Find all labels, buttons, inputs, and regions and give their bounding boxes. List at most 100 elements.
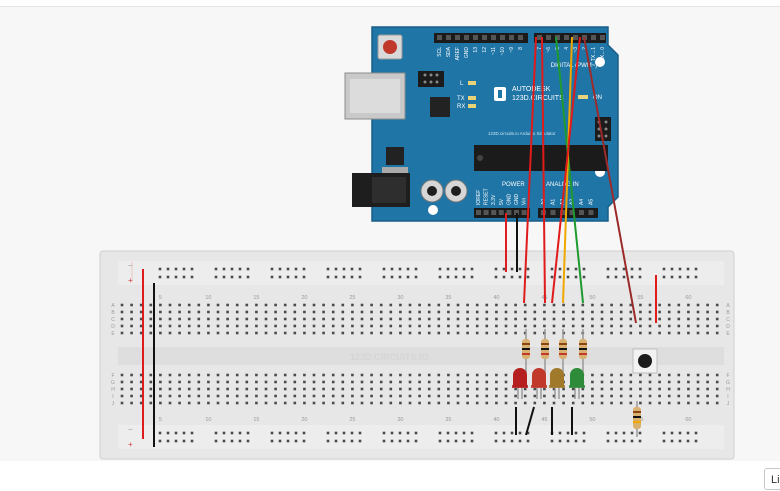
breadboard-hole[interactable]	[130, 331, 133, 335]
breadboard-hole[interactable]	[456, 380, 460, 384]
breadboard-hole[interactable]	[178, 373, 181, 377]
breadboard-hole[interactable]	[552, 310, 556, 314]
breadboard-hole[interactable]	[610, 380, 613, 384]
breadboard-hole[interactable]	[178, 324, 181, 328]
breadboard-hole[interactable]	[197, 401, 201, 405]
breadboard-hole[interactable]	[533, 331, 537, 335]
breadboard-hole[interactable]	[187, 317, 191, 321]
breadboard-hole[interactable]	[571, 303, 575, 307]
breadboard-hole[interactable]	[226, 324, 229, 328]
breadboard-hole[interactable]	[159, 317, 162, 321]
breadboard-hole[interactable]	[341, 331, 345, 335]
breadboard-hole[interactable]	[715, 401, 719, 405]
breadboard-hole[interactable]	[283, 317, 287, 321]
breadboard-hole[interactable]	[331, 317, 335, 321]
breadboard-hole[interactable]	[312, 324, 316, 328]
breadboard-hole[interactable]	[677, 331, 681, 335]
breadboard-hole[interactable]	[187, 401, 191, 405]
rail-hole[interactable]	[302, 267, 306, 271]
breadboard-hole[interactable]	[351, 303, 354, 307]
rail-hole[interactable]	[342, 275, 346, 279]
leds[interactable]	[512, 368, 585, 399]
breadboard-hole[interactable]	[466, 317, 469, 321]
breadboard-hole[interactable]	[149, 331, 153, 335]
breadboard-hole[interactable]	[322, 380, 325, 384]
resistor-2[interactable]	[541, 329, 549, 373]
breadboard-hole[interactable]	[168, 380, 172, 384]
breadboard-hole[interactable]	[475, 380, 479, 384]
rail-hole[interactable]	[454, 439, 458, 443]
breadboard-hole[interactable]	[639, 317, 642, 321]
rail-hole[interactable]	[462, 275, 466, 279]
breadboard-hole[interactable]	[456, 310, 460, 314]
breadboard-hole[interactable]	[447, 317, 450, 321]
rail-hole[interactable]	[406, 275, 410, 279]
breadboard-hole[interactable]	[139, 324, 143, 328]
breadboard-hole[interactable]	[389, 317, 393, 321]
breadboard-hole[interactable]	[658, 394, 661, 398]
breadboard-hole[interactable]	[149, 303, 153, 307]
breadboard-hole[interactable]	[418, 303, 421, 307]
breadboard-hole[interactable]	[130, 380, 133, 384]
rail-hole[interactable]	[582, 267, 586, 271]
breadboard-hole[interactable]	[168, 331, 172, 335]
breadboard-hole[interactable]	[523, 401, 527, 405]
breadboard-hole[interactable]	[187, 394, 191, 398]
breadboard-hole[interactable]	[475, 331, 479, 335]
breadboard-hole[interactable]	[178, 401, 181, 405]
rail-hole[interactable]	[190, 431, 194, 435]
breadboard-hole[interactable]	[341, 324, 345, 328]
breadboard-hole[interactable]	[216, 373, 220, 377]
breadboard-hole[interactable]	[216, 401, 220, 405]
rail-hole[interactable]	[462, 439, 466, 443]
breadboard-hole[interactable]	[715, 331, 719, 335]
breadboard-hole[interactable]	[360, 331, 364, 335]
rail-hole[interactable]	[606, 439, 610, 443]
header-pin[interactable]	[546, 35, 551, 40]
rail-hole[interactable]	[190, 439, 194, 443]
breadboard-hole[interactable]	[264, 373, 268, 377]
rail-hole[interactable]	[614, 439, 618, 443]
breadboard-hole[interactable]	[120, 401, 124, 405]
breadboard-hole[interactable]	[216, 331, 220, 335]
breadboard-hole[interactable]	[466, 373, 469, 377]
breadboard-hole[interactable]	[360, 401, 364, 405]
resistor-4[interactable]	[579, 329, 587, 373]
breadboard-hole[interactable]	[235, 317, 239, 321]
breadboard-hole[interactable]	[226, 401, 229, 405]
rail-hole[interactable]	[326, 267, 330, 271]
rail-hole[interactable]	[166, 439, 170, 443]
breadboard-hole[interactable]	[274, 317, 277, 321]
rail-hole[interactable]	[614, 267, 618, 271]
rail-hole[interactable]	[390, 267, 394, 271]
breadboard-hole[interactable]	[149, 387, 153, 391]
wire-brown-button[interactable]	[583, 36, 637, 324]
breadboard-hole[interactable]	[207, 373, 210, 377]
breadboard-hole[interactable]	[562, 310, 565, 314]
rail-hole[interactable]	[518, 431, 522, 435]
breadboard-hole[interactable]	[399, 373, 402, 377]
breadboard-hole[interactable]	[619, 387, 623, 391]
breadboard-hole[interactable]	[264, 303, 268, 307]
breadboard-hole[interactable]	[235, 310, 239, 314]
breadboard-hole[interactable]	[351, 387, 354, 391]
breadboard-hole[interactable]	[360, 303, 364, 307]
rail-hole[interactable]	[286, 431, 290, 435]
breadboard-hole[interactable]	[245, 324, 249, 328]
breadboard-hole[interactable]	[427, 310, 431, 314]
breadboard-hole[interactable]	[456, 373, 460, 377]
breadboard-hole[interactable]	[207, 331, 210, 335]
rail-hole[interactable]	[166, 267, 170, 271]
breadboard-hole[interactable]	[677, 317, 681, 321]
breadboard-hole[interactable]	[447, 401, 450, 405]
rail-hole[interactable]	[686, 439, 690, 443]
breadboard-hole[interactable]	[331, 373, 335, 377]
breadboard-hole[interactable]	[351, 401, 354, 405]
breadboard-hole[interactable]	[379, 303, 383, 307]
rail-hole[interactable]	[286, 439, 290, 443]
breadboard-hole[interactable]	[562, 387, 565, 391]
breadboard-hole[interactable]	[322, 373, 325, 377]
rail-hole[interactable]	[214, 439, 218, 443]
breadboard-hole[interactable]	[312, 303, 316, 307]
breadboard-hole[interactable]	[523, 331, 527, 335]
